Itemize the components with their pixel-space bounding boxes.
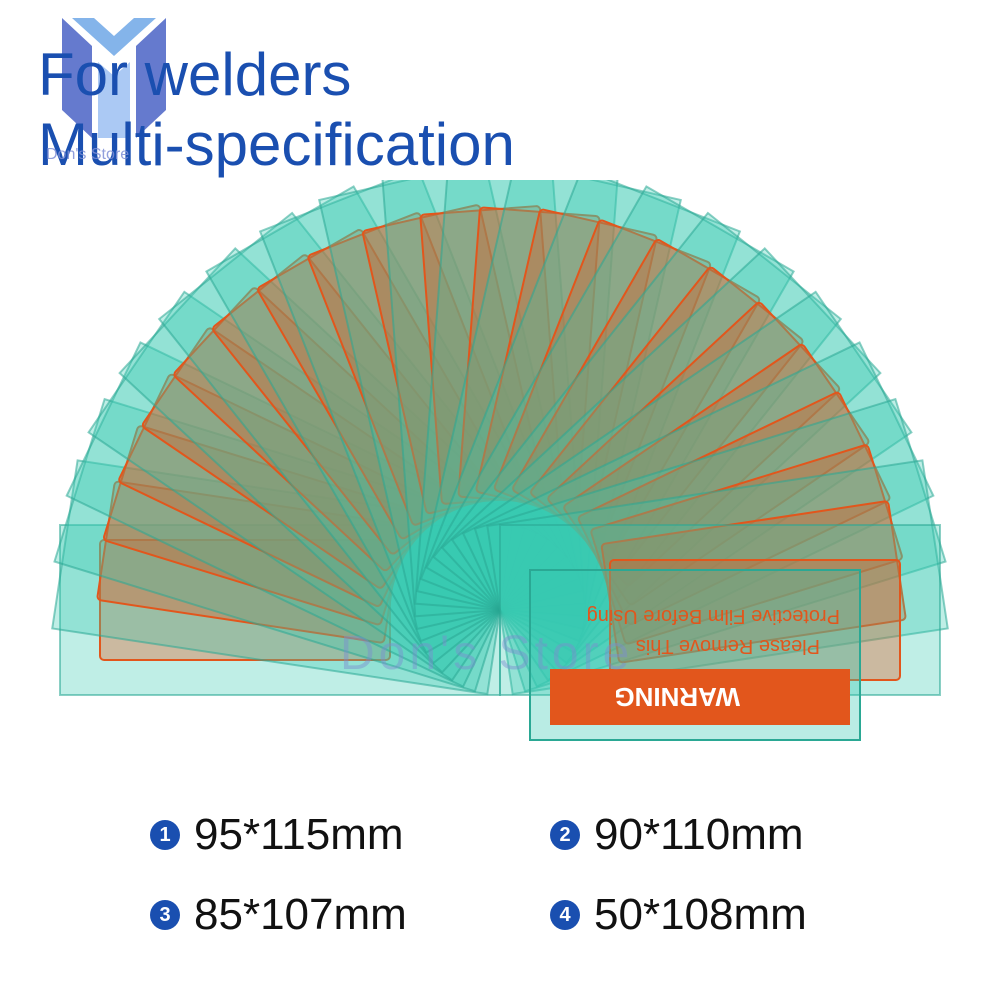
headline: For welders Multi-specification: [38, 40, 515, 180]
spec-text-4: 50*108mm: [594, 890, 807, 939]
store-logo-icon: [62, 18, 166, 138]
spec-text-3: 85*107mm: [194, 890, 407, 939]
spec-badge-4: 4: [550, 900, 580, 930]
spec-item-3: 3 85*107mm: [150, 890, 407, 940]
watermark-top: Don's Store: [46, 146, 130, 163]
watermark-middle: Don's Store: [340, 627, 634, 680]
label-line-2: Protective Film Before Using: [587, 605, 840, 627]
headline-line-2: Multi-specification: [38, 111, 515, 178]
spec-text-1: 95*115mm: [194, 810, 404, 859]
spec-badge-1: 1: [150, 820, 180, 850]
headline-line-1: For welders: [38, 41, 352, 108]
spec-item-2: 2 90*110mm: [550, 810, 804, 860]
spec-text-2: 90*110mm: [594, 810, 804, 859]
spec-item-4: 4 50*108mm: [550, 890, 807, 940]
lens-sheet: [59, 524, 501, 696]
lens-fan-image: WARNING Please Remove This Protective Film…: [51, 180, 949, 741]
spec-badge-3: 3: [150, 900, 180, 930]
warning-text: WARNING: [614, 682, 740, 712]
spec-badge-2: 2: [550, 820, 580, 850]
spec-item-1: 1 95*115mm: [150, 810, 404, 860]
lens-sheet: [499, 524, 941, 696]
lens-sheet: [486, 459, 949, 696]
label-line-1: Please Remove This: [636, 635, 820, 657]
lens-sheets: WARNING Please Remove This Protective Film…: [51, 180, 949, 741]
front-lens-sheet: WARNING Please Remove This Protective Film…: [529, 569, 861, 741]
lens-sheet: [461, 341, 935, 688]
lens-sheet: [51, 459, 514, 696]
